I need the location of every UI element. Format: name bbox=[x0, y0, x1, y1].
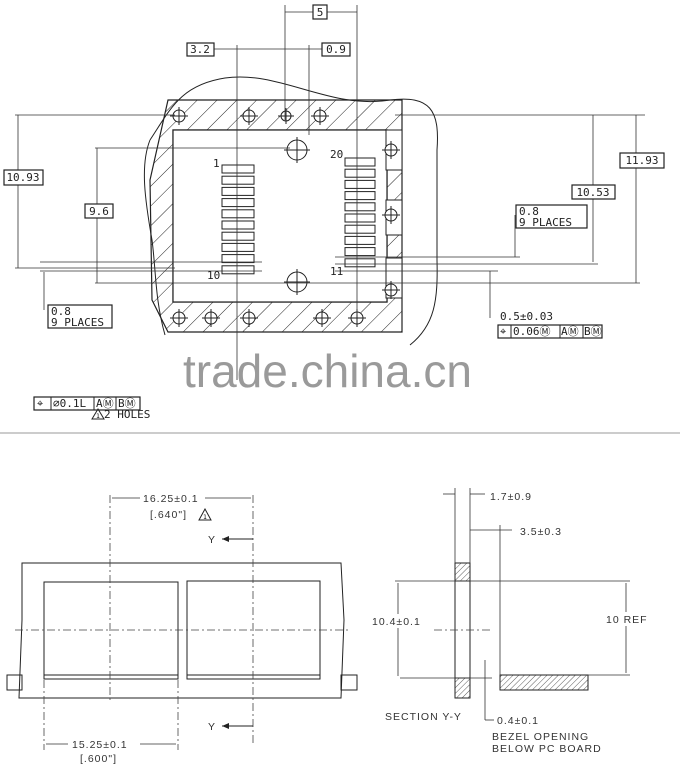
note-line-1: BEZEL OPENING bbox=[492, 731, 589, 743]
dim-16-25: 16.25±0.1 bbox=[143, 493, 199, 505]
dim-5: 5 bbox=[317, 6, 324, 19]
pin-pad bbox=[221, 175, 255, 185]
pin-pad bbox=[344, 247, 376, 257]
pitch-left-value: 0.8 bbox=[51, 305, 71, 318]
note-flag-triangle bbox=[91, 408, 105, 420]
pin-pad bbox=[221, 209, 255, 219]
pad-width-dim: 0.5±0.03 bbox=[500, 310, 553, 323]
pin-pad bbox=[221, 198, 255, 208]
pin-11-label: 11 bbox=[330, 265, 343, 278]
svg-text:BⓂ: BⓂ bbox=[118, 397, 136, 410]
top-view: 5 3.2 0.9 10.93 9.6 11.93 10.53 0.8 9 PL… bbox=[3, 4, 665, 421]
pin-pads-right bbox=[344, 157, 376, 268]
pin-pad bbox=[344, 258, 376, 268]
dim-10-ref: 10 REF bbox=[606, 614, 648, 626]
pin-pad bbox=[344, 168, 376, 178]
pitch-right-value: 0.8 bbox=[519, 205, 539, 218]
mounting-holes bbox=[170, 107, 400, 327]
fcf-left: ⌖ ⌀0.1L AⓂ BⓂ bbox=[33, 396, 141, 411]
pin-pad bbox=[221, 265, 255, 275]
dim-0-4: 0.4±0.1 bbox=[497, 715, 539, 727]
pin-pads-left bbox=[221, 164, 255, 275]
svg-text:⌖: ⌖ bbox=[37, 397, 43, 410]
dim-1-7: 1.7±0.9 bbox=[490, 491, 532, 503]
holes-note: 2 HOLES bbox=[104, 408, 150, 421]
pin-pad bbox=[221, 164, 255, 174]
pitch-right-count: 9 PLACES bbox=[519, 216, 572, 229]
dim-3-2: 3.2 bbox=[190, 43, 210, 56]
pin-pad bbox=[221, 186, 255, 196]
dim-3-5: 3.5±0.3 bbox=[520, 526, 562, 538]
section-title: SECTION Y-Y bbox=[385, 711, 462, 723]
pitch-left-count: 9 PLACES bbox=[51, 316, 104, 329]
pin-1-label: 1 bbox=[213, 157, 220, 170]
pin-pad bbox=[344, 213, 376, 223]
section-mark-bottom: Y bbox=[208, 721, 216, 733]
dim-0-9: 0.9 bbox=[326, 43, 346, 56]
pin-pad bbox=[344, 179, 376, 189]
svg-text:⌀0.1L: ⌀0.1L bbox=[53, 397, 86, 410]
svg-text:1: 1 bbox=[96, 413, 100, 420]
dim-10-93: 10.93 bbox=[6, 171, 39, 184]
section-view: 1.7±0.9 3.5±0.3 10.4±0.1 10 REF SECTION … bbox=[372, 488, 648, 755]
pin-pad bbox=[344, 191, 376, 201]
pin-20-label: 20 bbox=[330, 148, 343, 161]
front-view: 16.25±0.1 [.640"] 1 Y Y 15.25±0.1 [.600"… bbox=[6, 493, 358, 765]
dim-10-53: 10.53 bbox=[576, 186, 609, 199]
dim-11-93: 11.93 bbox=[625, 154, 658, 167]
svg-text:AⓂ: AⓂ bbox=[561, 325, 579, 338]
pin-pad bbox=[344, 224, 376, 234]
svg-text:⌖: ⌖ bbox=[500, 325, 506, 338]
dim-9-6: 9.6 bbox=[89, 205, 109, 218]
pin-pad bbox=[221, 254, 255, 264]
pin-pad bbox=[221, 242, 255, 252]
svg-text:AⓂ: AⓂ bbox=[96, 397, 114, 410]
pin-pad bbox=[221, 220, 255, 230]
window-left bbox=[43, 581, 179, 680]
pin-pad bbox=[221, 231, 255, 241]
pin-pad bbox=[344, 202, 376, 212]
dim-15-25: 15.25±0.1 bbox=[72, 739, 128, 751]
pin-pad bbox=[344, 235, 376, 245]
svg-text:1: 1 bbox=[203, 514, 207, 521]
svg-text:0.06Ⓜ: 0.06Ⓜ bbox=[513, 325, 551, 338]
dim-600: [.600"] bbox=[80, 753, 117, 765]
bezel-outline bbox=[18, 562, 345, 699]
pin-10-label: 10 bbox=[207, 269, 220, 282]
note-line-2: BELOW PC BOARD bbox=[492, 743, 602, 755]
dim-10-4: 10.4±0.1 bbox=[372, 616, 421, 628]
pin-pad bbox=[344, 157, 376, 167]
watermark: trade.china.cn bbox=[183, 345, 472, 397]
section-mark-top: Y bbox=[208, 534, 216, 546]
dim-640: [.640"] bbox=[150, 509, 187, 521]
fcf-right: ⌖ 0.06Ⓜ AⓂ BⓂ bbox=[497, 324, 603, 339]
window-right bbox=[186, 580, 321, 680]
svg-text:BⓂ: BⓂ bbox=[584, 325, 602, 338]
pc-board bbox=[499, 674, 589, 691]
